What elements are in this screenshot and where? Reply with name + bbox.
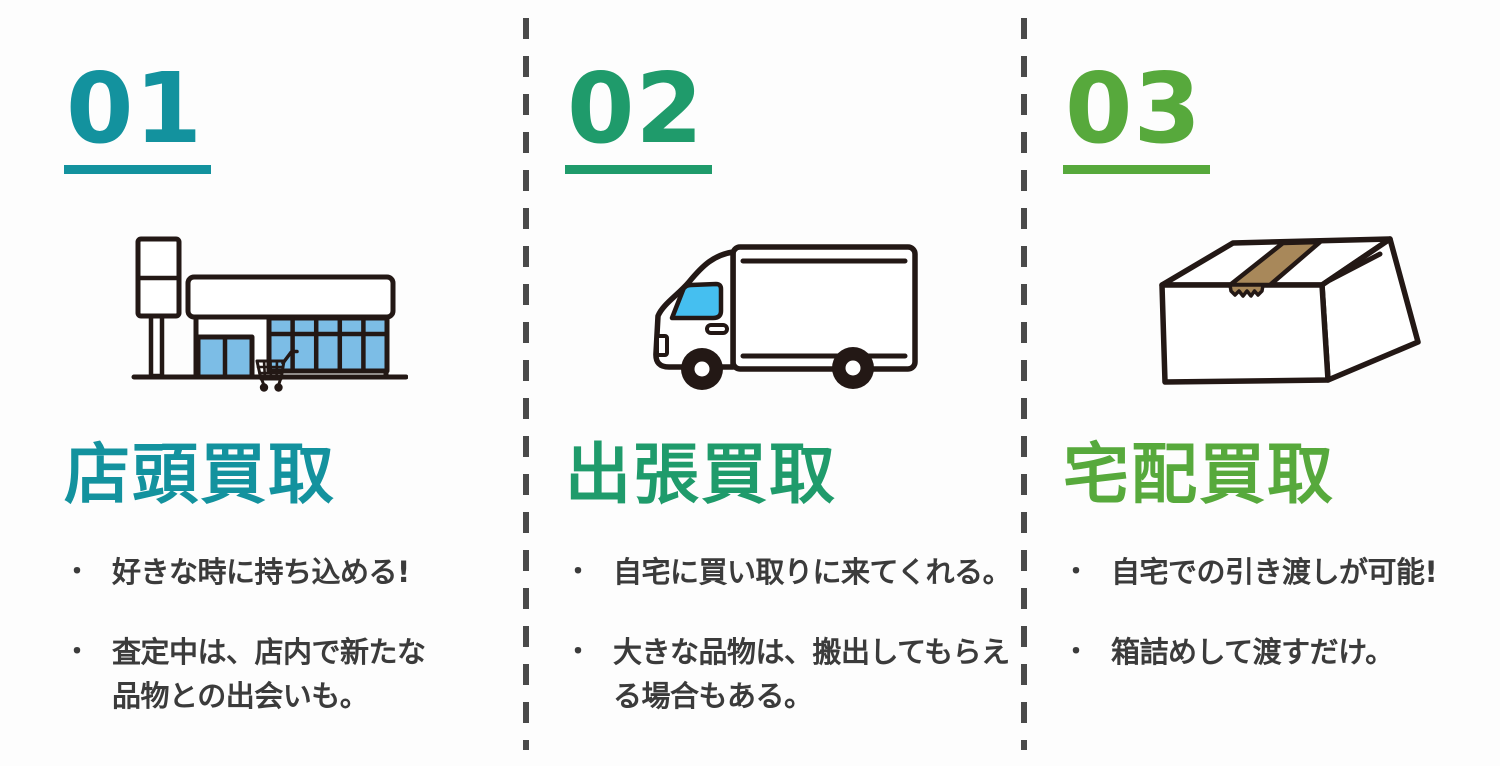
truck-icon [653, 244, 918, 390]
bullet-text: 査定中は、店内で新たな 品物との出会いも。 [112, 634, 426, 714]
bullet-marker: ・ [64, 636, 91, 667]
dashed-divider [1021, 18, 1027, 750]
bullet-list: ・ 好きな時に持ち込める! ・ 査定中は、店内で新たな 品物との出会いも。 [64, 550, 525, 720]
bullet-marker: ・ [565, 556, 592, 587]
bullet-text: 好きな時に持ち込める! [112, 554, 410, 589]
bullet-item: ・ 査定中は、店内で新たな 品物との出会いも。 [64, 630, 525, 720]
step-number: 02 [565, 60, 712, 174]
bullet-item: ・ 好きな時に持ち込める! [64, 550, 525, 595]
dashed-divider [523, 18, 529, 750]
method-column-onsite: 02 出張買取 [525, 0, 1025, 766]
method-title: 店頭買取 [64, 436, 336, 513]
bullet-item: ・ 大きな品物は、搬出してもらえ る場合もある。 [565, 630, 1025, 720]
bullet-text: 自宅での引き渡しが可能! [1111, 554, 1438, 589]
method-column-store: 01 [0, 0, 525, 766]
bullet-text: 自宅に買い取りに来てくれる。 [613, 554, 1012, 589]
step-number: 03 [1063, 60, 1210, 174]
shopping-cart-icon [255, 349, 299, 392]
bullet-marker: ・ [64, 556, 91, 587]
bullet-text: 大きな品物は、搬出してもらえ る場合もある。 [613, 634, 1010, 714]
bullet-item: ・ 箱詰めして渡すだけ。 [1063, 630, 1500, 675]
step-number: 01 [64, 60, 211, 174]
storefront-icon [131, 236, 409, 392]
bullet-marker: ・ [565, 636, 592, 667]
bullet-list: ・ 自宅に買い取りに来てくれる。 ・ 大きな品物は、搬出してもらえ る場合もある… [565, 550, 1025, 720]
bullet-marker: ・ [1063, 636, 1090, 667]
method-title: 出張買取 [565, 436, 837, 513]
bullet-item: ・ 自宅に買い取りに来てくれる。 [565, 550, 1025, 595]
bullet-list: ・ 自宅での引き渡しが可能! ・ 箱詰めして渡すだけ。 [1063, 550, 1500, 675]
cardboard-box-icon [1159, 236, 1421, 385]
bullet-text: 箱詰めして渡すだけ。 [1111, 634, 1394, 669]
method-column-delivery: 03 宅配買取 ・ [1025, 0, 1500, 766]
bullet-item: ・ 自宅での引き渡しが可能! [1063, 550, 1500, 595]
method-title: 宅配買取 [1063, 436, 1335, 513]
bullet-marker: ・ [1063, 556, 1090, 587]
